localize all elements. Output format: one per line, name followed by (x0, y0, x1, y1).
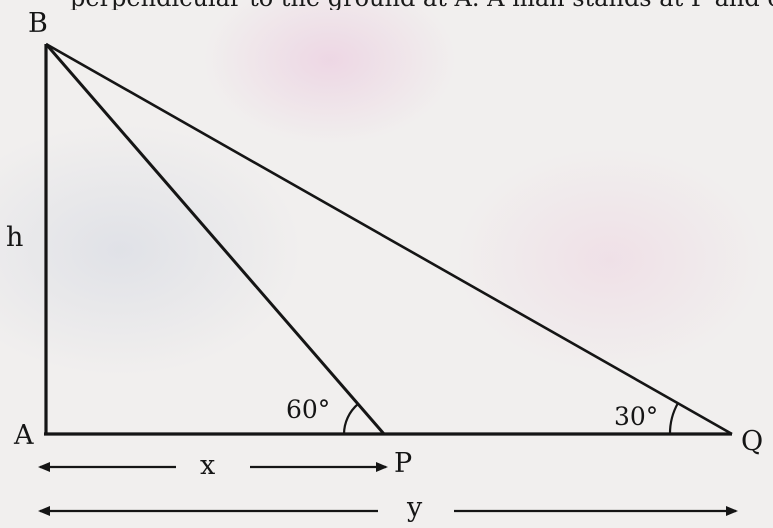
vertex-label-q: Q (741, 426, 764, 457)
angle-arc-q (668, 402, 679, 435)
header-text-fragment: perpendicular to the ground at A. A man … (0, 0, 773, 10)
vertex-label-b: B (28, 8, 48, 39)
angle-label-q: 30° (614, 402, 659, 431)
angle-arc-p (342, 403, 359, 435)
sight-line-bq (45, 42, 733, 436)
height-label-h: h (6, 222, 24, 253)
vertex-label-p: P (394, 448, 413, 479)
length-label-y: y (407, 492, 423, 523)
length-label-x: x (200, 450, 216, 481)
angle-label-p: 60° (286, 395, 331, 424)
vertex-label-a: A (14, 420, 34, 451)
sight-line-bp (44, 43, 386, 435)
header-text: perpendicular to the ground at A. A man … (70, 0, 773, 10)
